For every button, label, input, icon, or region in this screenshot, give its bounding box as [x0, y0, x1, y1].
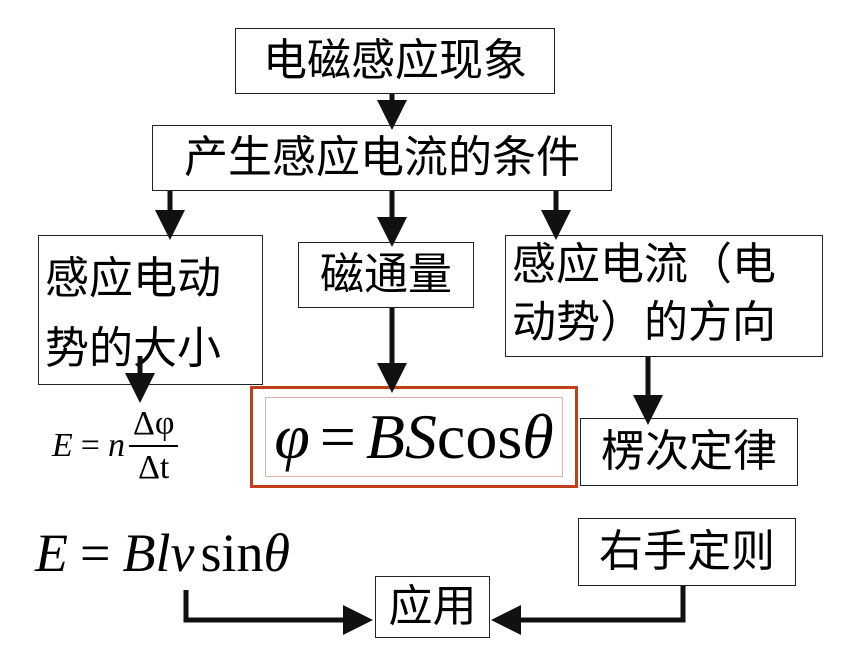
equals-sign: =	[80, 523, 111, 583]
phenomenon-label: 电磁感应现象	[263, 34, 527, 86]
delta-flux: Δφ	[128, 405, 179, 447]
blv-term: Blv	[122, 523, 195, 583]
flux-formula-box: φ=BScosθ	[250, 386, 578, 488]
direction-box: 感应电流（电动势）的方向	[505, 235, 823, 357]
direction-label: 感应电流（电动势）的方向	[512, 239, 776, 348]
flux-box: 磁通量	[298, 242, 474, 308]
right-hand-rule-label: 右手定则	[599, 525, 775, 577]
right-hand-rule-box: 右手定则	[578, 518, 796, 586]
bs-term: BS	[365, 401, 437, 472]
application-label: 应用	[388, 580, 477, 632]
emf-symbol: E	[35, 523, 68, 583]
cos-function: cos	[436, 401, 523, 472]
theta-symbol: θ	[522, 401, 554, 472]
lenz-law-box: 楞次定律	[580, 418, 798, 486]
equals-sign: =	[80, 427, 100, 464]
emf-magnitude-box: 感应电动势的大小	[38, 235, 263, 385]
application-box: 应用	[375, 576, 490, 638]
turns-symbol: n	[107, 427, 125, 464]
delta-time: Δt	[138, 449, 170, 486]
faraday-formula: E = n Δφ Δt	[52, 398, 179, 494]
lenz-law-label: 楞次定律	[601, 425, 777, 477]
flux-label: 磁通量	[320, 248, 452, 300]
condition-box: 产生感应电流的条件	[152, 125, 612, 191]
arrow-motional-to-application	[183, 590, 373, 635]
emf-magnitude-label: 感应电动势的大小	[45, 253, 221, 374]
phi-symbol: φ	[274, 401, 310, 472]
emf-symbol: E	[52, 427, 73, 464]
condition-label: 产生感应电流的条件	[184, 131, 580, 183]
flux-formula: φ=BScosθ	[265, 397, 563, 477]
arrow-righthand-to-application	[491, 586, 686, 635]
theta-symbol: θ	[263, 523, 290, 583]
equals-sign: =	[319, 401, 356, 472]
flux-rate-fraction: Δφ Δt	[128, 405, 179, 487]
sin-function: sin	[200, 523, 264, 583]
phenomenon-box: 电磁感应现象	[235, 28, 555, 94]
